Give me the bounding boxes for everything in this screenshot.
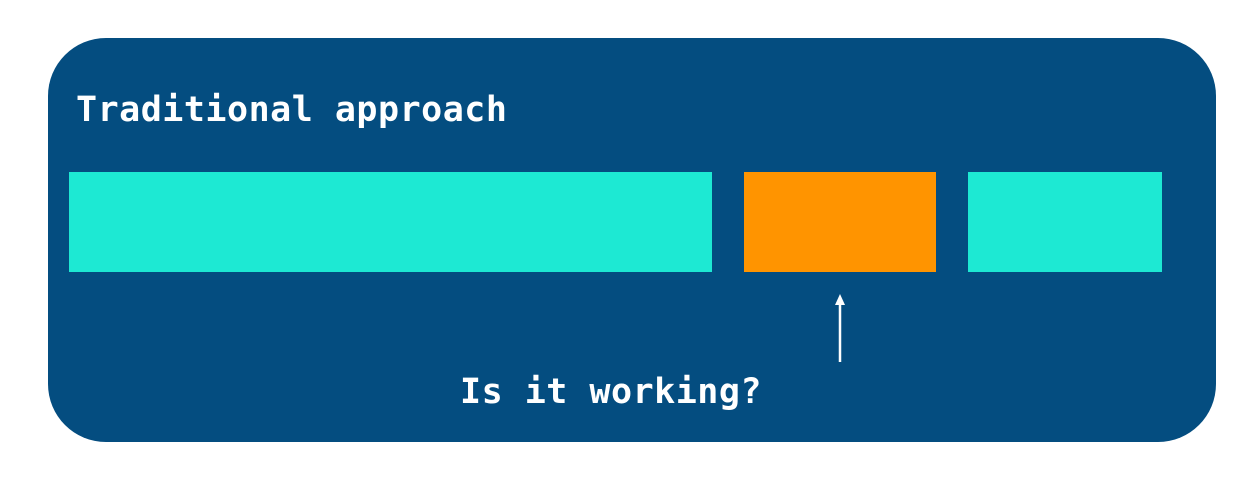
diagram-caption: Is it working? bbox=[460, 372, 763, 412]
up-arrow-icon bbox=[835, 294, 845, 362]
diagram-title: Traditional approach bbox=[76, 90, 508, 130]
timeline-segment-1 bbox=[69, 172, 712, 272]
timeline-segment-3 bbox=[968, 172, 1162, 272]
timeline-segment-2-highlighted bbox=[744, 172, 936, 272]
